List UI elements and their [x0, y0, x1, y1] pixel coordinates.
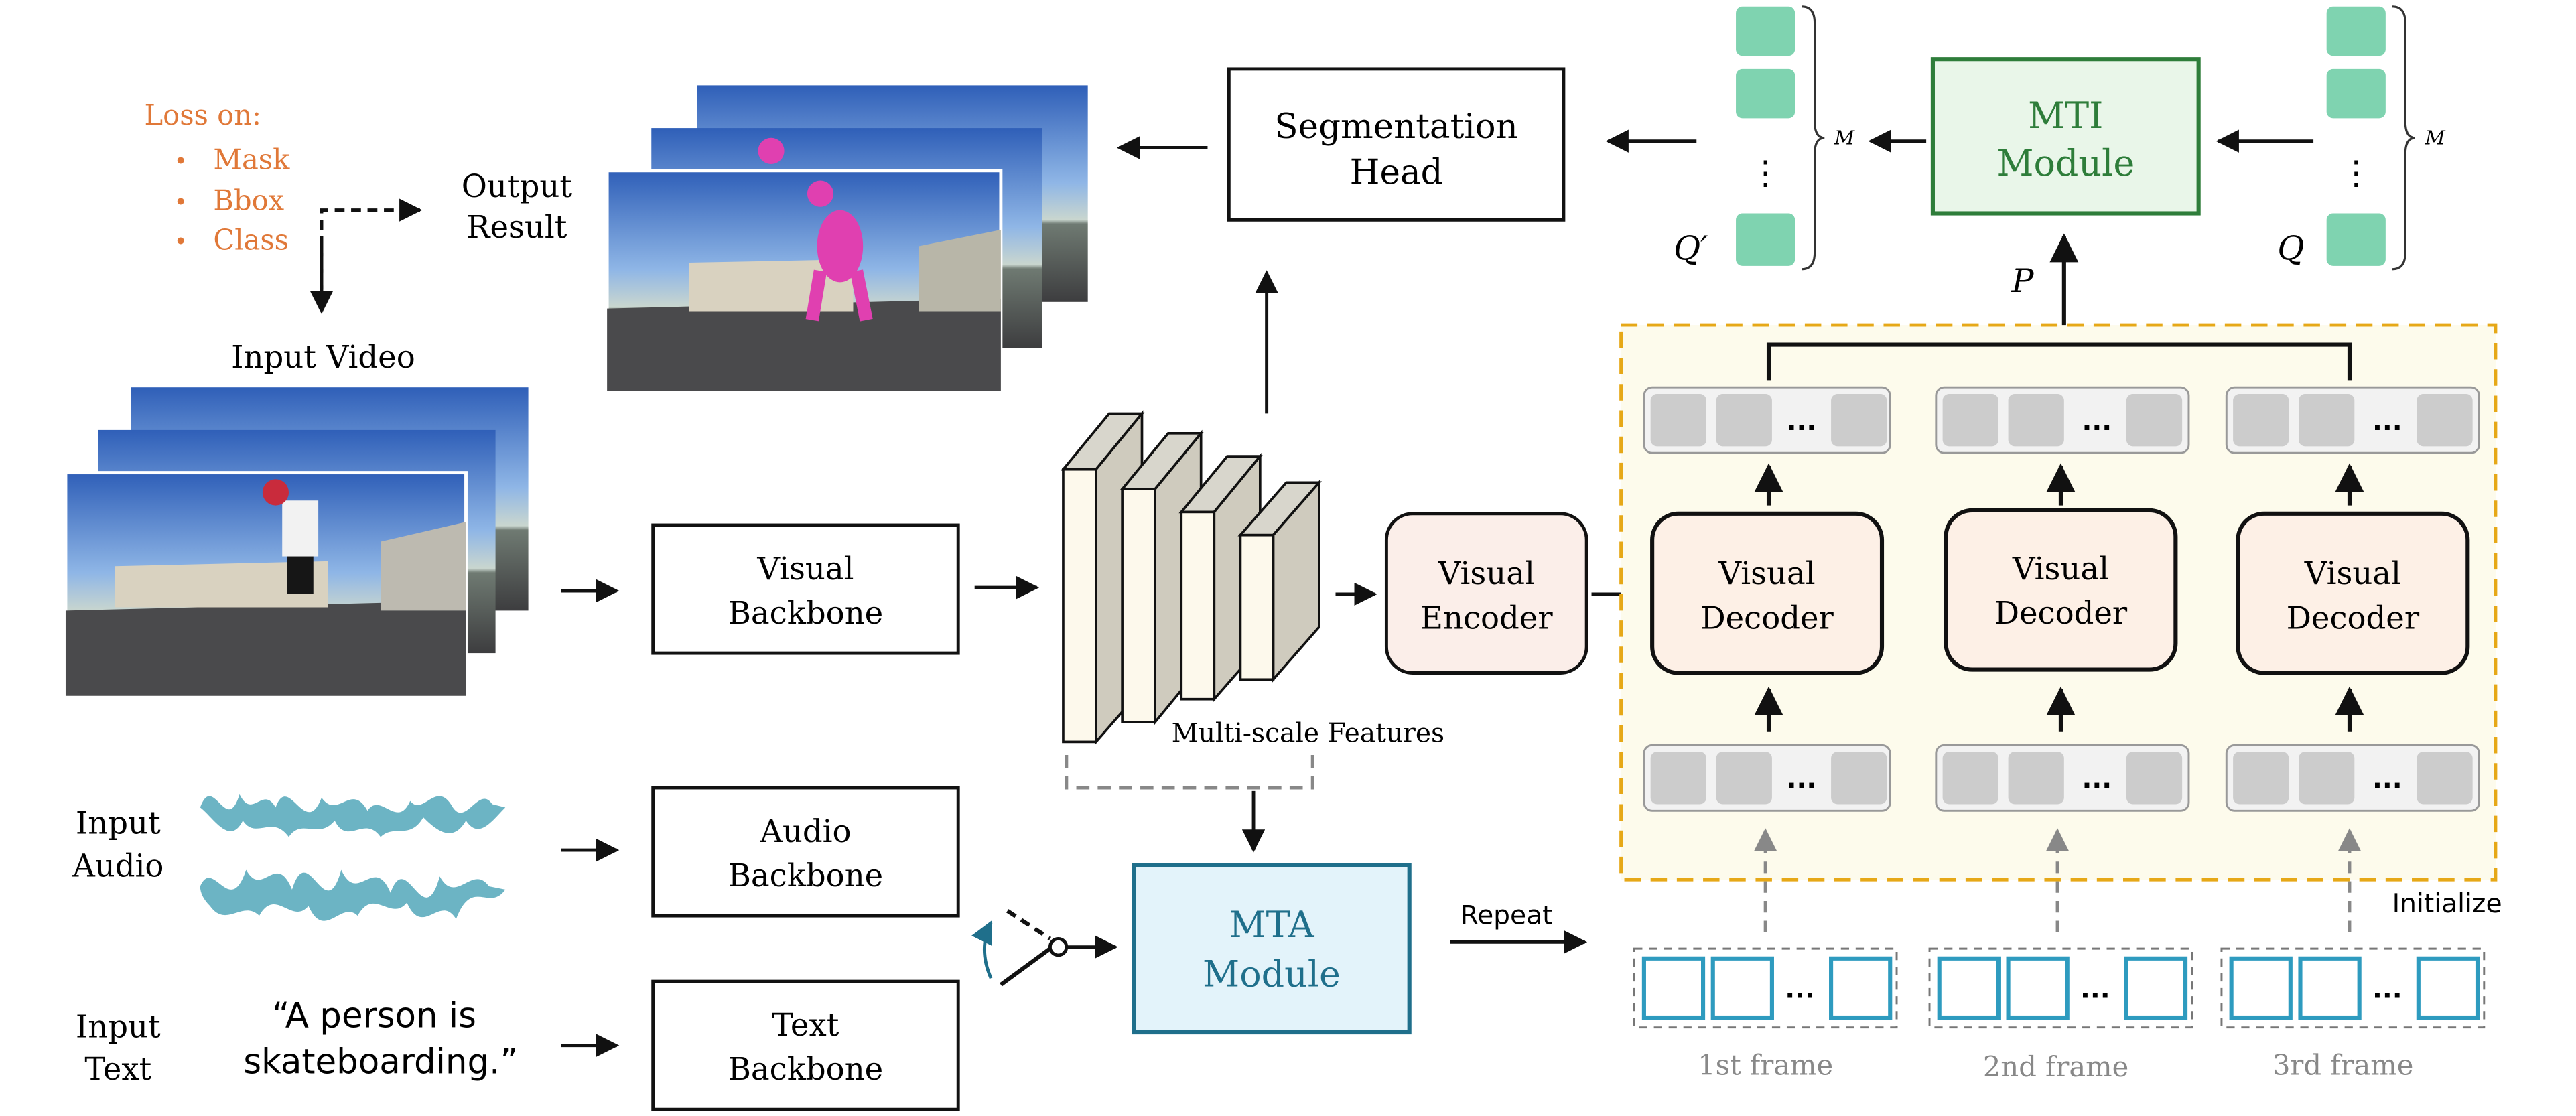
decoder-3-top-ellipsis: ...: [2372, 407, 2402, 437]
frame-queries-3: ...: [2220, 947, 2486, 1029]
decoder-2-line1: Visual: [2012, 551, 2109, 587]
q-query-stack: ⋮: [2326, 5, 2416, 271]
segmentation-head-line2: Head: [1350, 152, 1443, 192]
decoder-1-bottom-ellipsis: ...: [1787, 764, 1817, 794]
mti-line1: MTI: [2028, 94, 2103, 137]
frame-queries-2: ...: [1928, 947, 2193, 1029]
initialize-label: Initialize: [2392, 889, 2502, 919]
input-audio-line2: Audio: [72, 847, 163, 884]
q-ellipsis: ⋮: [2340, 153, 2372, 192]
mti-module-box: MTI Module: [1930, 57, 2201, 216]
multiscale-label: Multi-scale Features: [1172, 718, 1445, 748]
q-m-label: M: [2425, 127, 2446, 149]
input-text-quote-line1: “A person is: [272, 996, 476, 1036]
p-label: P: [2011, 262, 2034, 300]
loss-panel: Loss on: • Mask • Bbox • Class: [145, 98, 291, 256]
decoder-merge-bracket: [1766, 342, 2352, 381]
output-result-line2: Result: [466, 209, 567, 245]
loss-item-mask: Mask: [213, 143, 290, 176]
audio-backbone-line2: Backbone: [728, 857, 883, 894]
visual-backbone-box: Visual Backbone: [651, 523, 960, 655]
loss-bullet-class: •: [174, 228, 188, 255]
audio-backbone-box: Audio Backbone: [651, 786, 960, 918]
input-text-quote-line2: skateboarding.”: [243, 1042, 518, 1082]
mta-module-box: MTA Module: [1132, 863, 1412, 1035]
loss-bullet-bbox: •: [174, 190, 188, 216]
q-prime-ellipsis: ⋮: [1749, 153, 1782, 192]
decoder-column-1: ... Visual Decoder ...: [1643, 386, 1891, 812]
frame-label-1: 1st frame: [1698, 1049, 1833, 1082]
text-backbone-line2: Backbone: [728, 1051, 883, 1087]
frame-label-3: 3rd frame: [2273, 1049, 2413, 1082]
decoder-1-line2: Decoder: [1700, 600, 1834, 636]
decoder-2-bottom-ellipsis: ...: [2082, 764, 2112, 794]
decoder-2-top-ellipsis: ...: [2082, 407, 2112, 437]
mta-line2: Module: [1203, 953, 1341, 995]
visual-backbone-line2: Backbone: [728, 595, 883, 631]
frame-queries-1: ...: [1633, 947, 1898, 1029]
decoder-2-line2: Decoder: [1994, 595, 2128, 631]
frame-1-ellipsis: ...: [1785, 975, 1815, 1005]
q-prime-label: Q′: [1674, 229, 1708, 267]
loss-bullet-mask: •: [174, 148, 188, 175]
visual-backbone-line1: Visual: [756, 551, 854, 587]
decoder-column-3: ... Visual Decoder ...: [2225, 386, 2480, 812]
text-backbone-box: Text Backbone: [651, 979, 960, 1111]
output-result-line1: Output: [462, 168, 573, 204]
multiscale-feature-stack: [1061, 410, 1323, 746]
mti-line2: Module: [1996, 142, 2134, 184]
loss-dashed-arrow-right: [320, 198, 423, 312]
decoder-3-line2: Decoder: [2287, 600, 2420, 636]
q-prime-query-stack: ⋮: [1736, 5, 1825, 271]
visual-encoder-box: Visual Encoder: [1384, 512, 1588, 675]
frame-2-ellipsis: ...: [2080, 975, 2110, 1005]
decoder-1-line1: Visual: [1718, 555, 1816, 591]
input-video-label: Input Video: [231, 339, 415, 375]
segmentation-head-line1: Segmentation: [1274, 107, 1517, 147]
segmentation-head-box: Segmentation Head: [1227, 67, 1566, 222]
input-audio-line1: Input: [76, 805, 161, 841]
loss-item-bbox: Bbox: [213, 184, 284, 217]
input-video-frames: [64, 387, 529, 698]
decoder-3-bottom-ellipsis: ...: [2372, 764, 2402, 794]
frame-3-ellipsis: ...: [2372, 975, 2402, 1005]
audio-backbone-line1: Audio: [759, 813, 851, 849]
frame-label-2: 2nd frame: [1983, 1050, 2128, 1083]
input-text-line2: Text: [84, 1051, 151, 1087]
q-prime-m-label: M: [1834, 127, 1855, 149]
input-text-line1: Input: [76, 1008, 161, 1044]
modality-switch: [971, 909, 1069, 987]
visual-encoder-line2: Encoder: [1420, 600, 1553, 636]
text-backbone-line1: Text: [772, 1007, 839, 1043]
decoder-3-line1: Visual: [2304, 555, 2401, 591]
multiscale-dashed-bracket: [1065, 755, 1314, 790]
q-label: Q: [2277, 229, 2304, 267]
audio-waveform: [200, 794, 506, 921]
output-video-frames: [605, 85, 1088, 393]
loss-title: Loss on:: [145, 98, 262, 131]
decoder-column-2: ... Visual Decoder ...: [1935, 386, 2190, 812]
mta-line1: MTA: [1229, 904, 1314, 946]
loss-item-class: Class: [213, 223, 289, 256]
repeat-label: Repeat: [1461, 900, 1553, 930]
decoder-1-top-ellipsis: ...: [1787, 407, 1817, 437]
visual-encoder-line1: Visual: [1438, 555, 1535, 591]
